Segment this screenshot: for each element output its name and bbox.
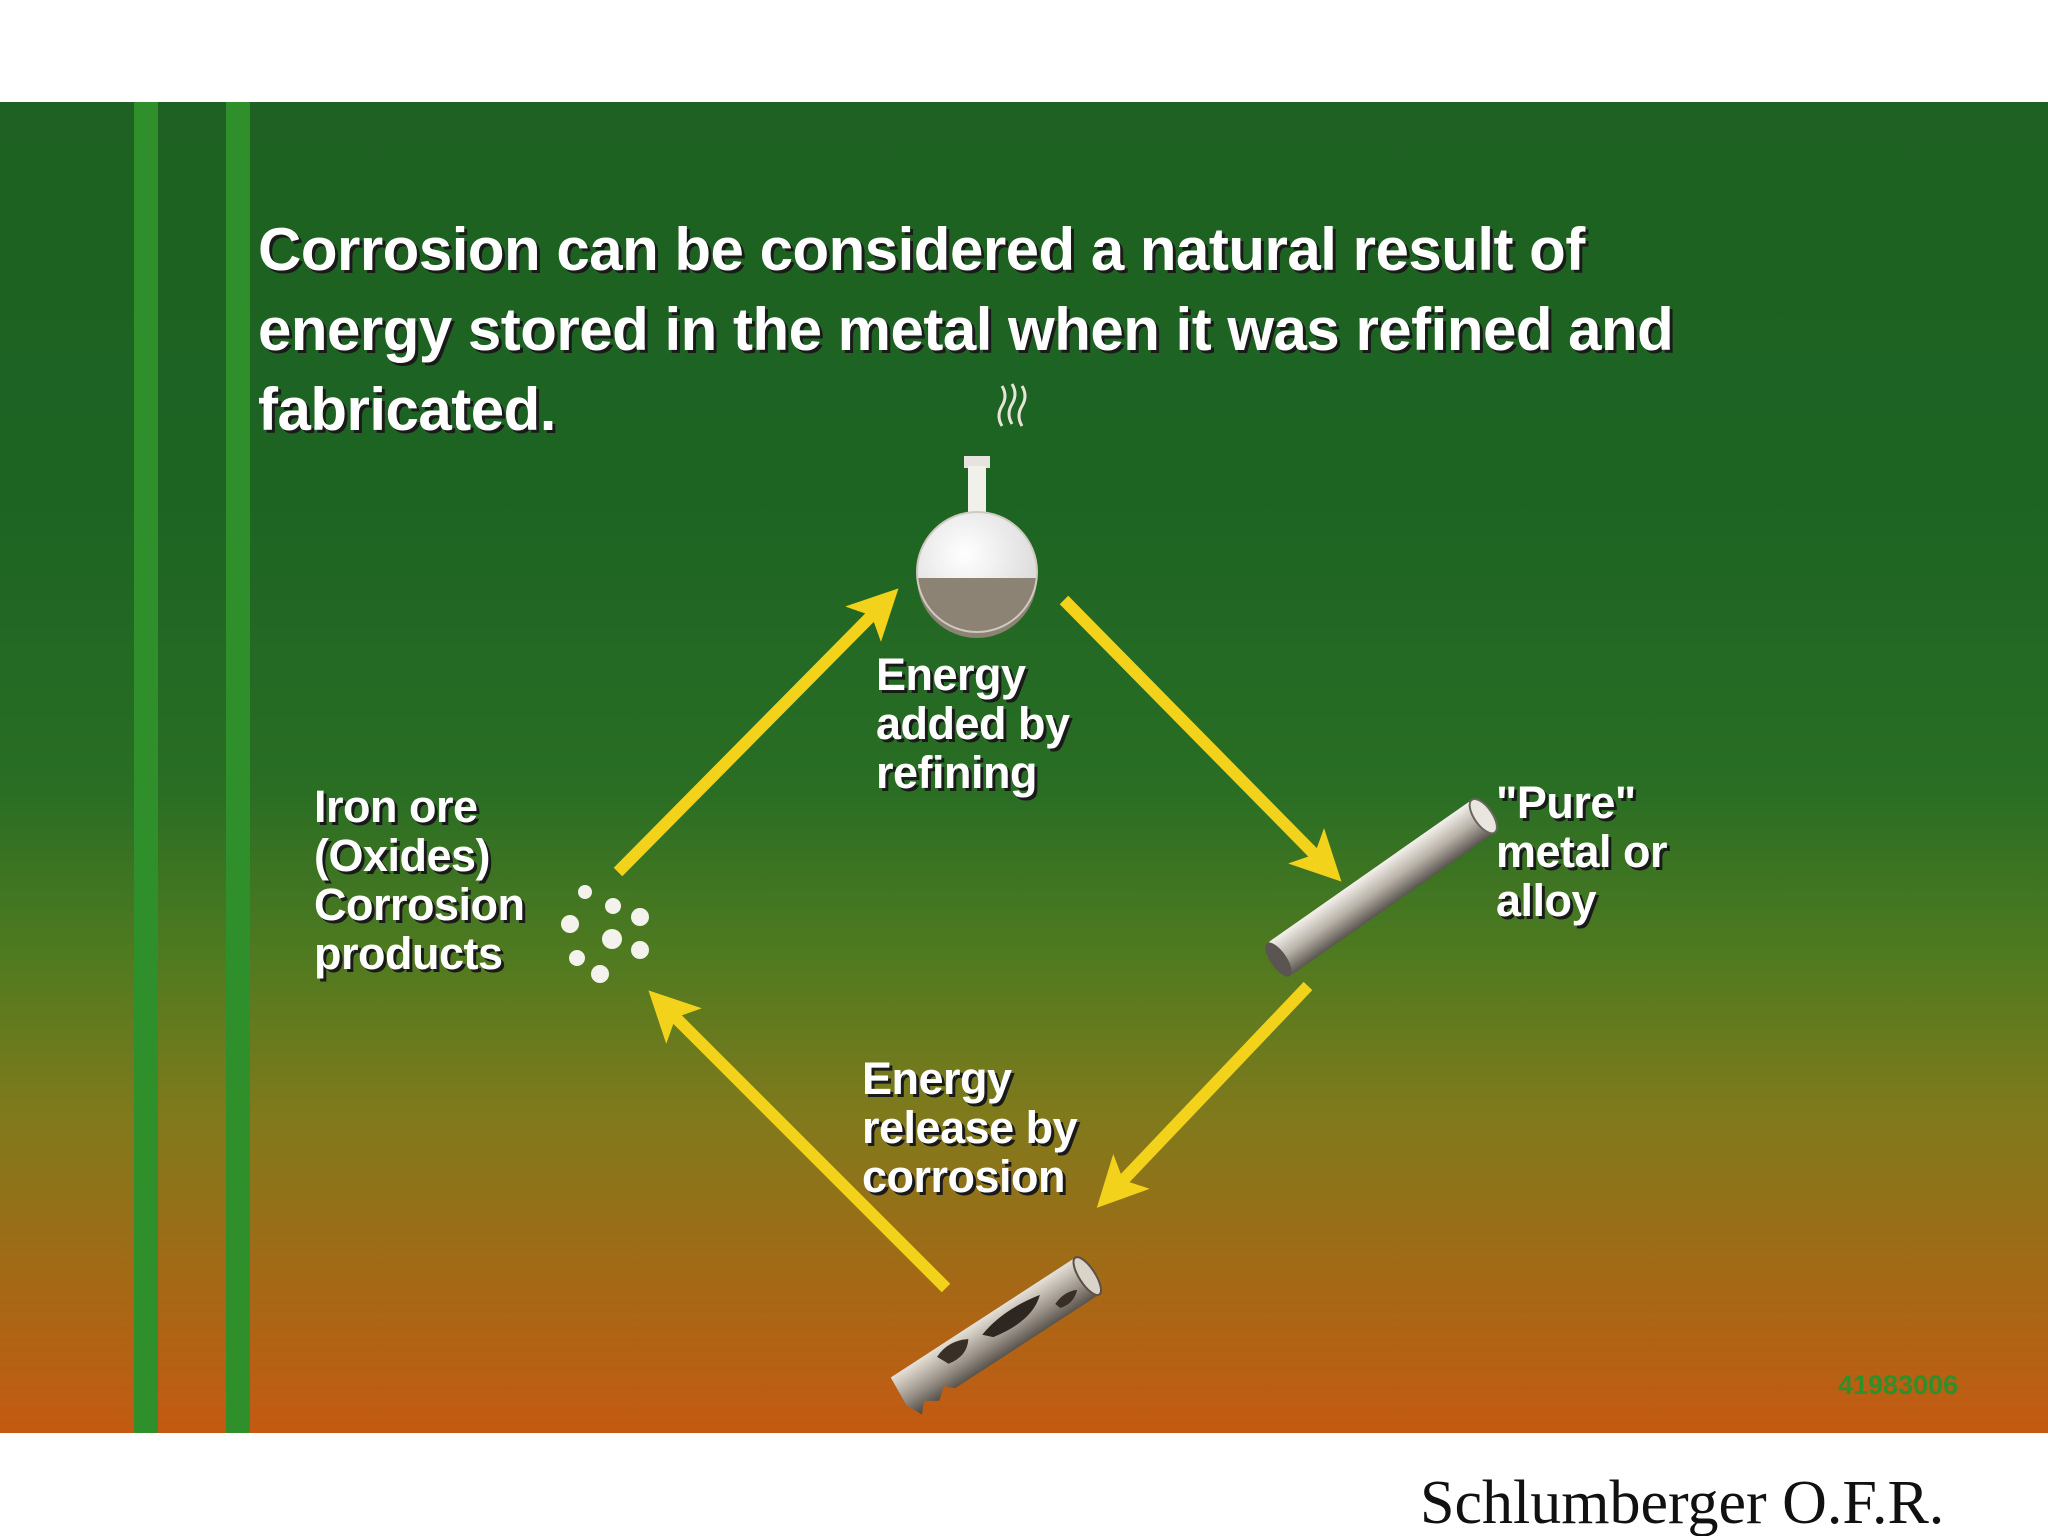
arrow-refining-to-metal (1059, 595, 1342, 882)
corrosion-cycle-diagram (561, 383, 1498, 1415)
label-iron-ore-line-3: Corrosion (314, 879, 525, 930)
flask-icon (916, 383, 1038, 638)
arrow-metal-to-corrosion (1096, 981, 1313, 1208)
label-corrosion: Energy release by corrosion (862, 1053, 1078, 1202)
corroded-pipe-icon (890, 1256, 1102, 1415)
label-pure-metal-line-1: "Pure" (1496, 777, 1636, 828)
slide: Corrosion can be considered a natural re… (0, 102, 2048, 1433)
left-stripe-inner (226, 102, 250, 1433)
arrow-corrosion-to-ore (648, 990, 951, 1293)
label-refining-line-1: Energy (876, 649, 1026, 700)
label-pure-metal-line-3: alloy (1496, 875, 1597, 926)
label-refining-line-3: refining (876, 747, 1037, 798)
label-refining: Energy added by refining (876, 650, 1070, 797)
headline: Corrosion can be considered a natural re… (258, 210, 1858, 450)
left-stripe-outer (134, 102, 158, 1433)
headline-line-2: energy stored in the metal when it was r… (258, 296, 1674, 363)
label-refining-line-2: added by (876, 698, 1070, 749)
headline-line-1: Corrosion can be considered a natural re… (258, 216, 1585, 283)
label-iron-ore-line-4: products (314, 928, 503, 979)
label-corrosion-line-2: release by (862, 1102, 1078, 1153)
arrow-ore-to-refining (613, 588, 899, 877)
label-corrosion-line-3: corrosion (862, 1151, 1066, 1202)
credit: Schlumberger O.F.R. (1420, 1469, 1945, 1536)
label-pure-metal-line-2: metal or (1496, 826, 1668, 877)
label-iron-ore: Iron ore (Oxides) Corrosion products (314, 782, 525, 978)
label-iron-ore-line-2: (Oxides) (314, 830, 491, 881)
headline-line-3: fabricated. (258, 376, 556, 443)
slide-id: 41983006 (1838, 1370, 1959, 1400)
metal-bar-icon (1265, 797, 1498, 977)
oxide-particles-icon (561, 885, 649, 983)
label-corrosion-line-1: Energy (862, 1053, 1012, 1104)
label-pure-metal: "Pure" metal or alloy (1496, 777, 1668, 926)
label-iron-ore-line-1: Iron ore (314, 781, 478, 832)
